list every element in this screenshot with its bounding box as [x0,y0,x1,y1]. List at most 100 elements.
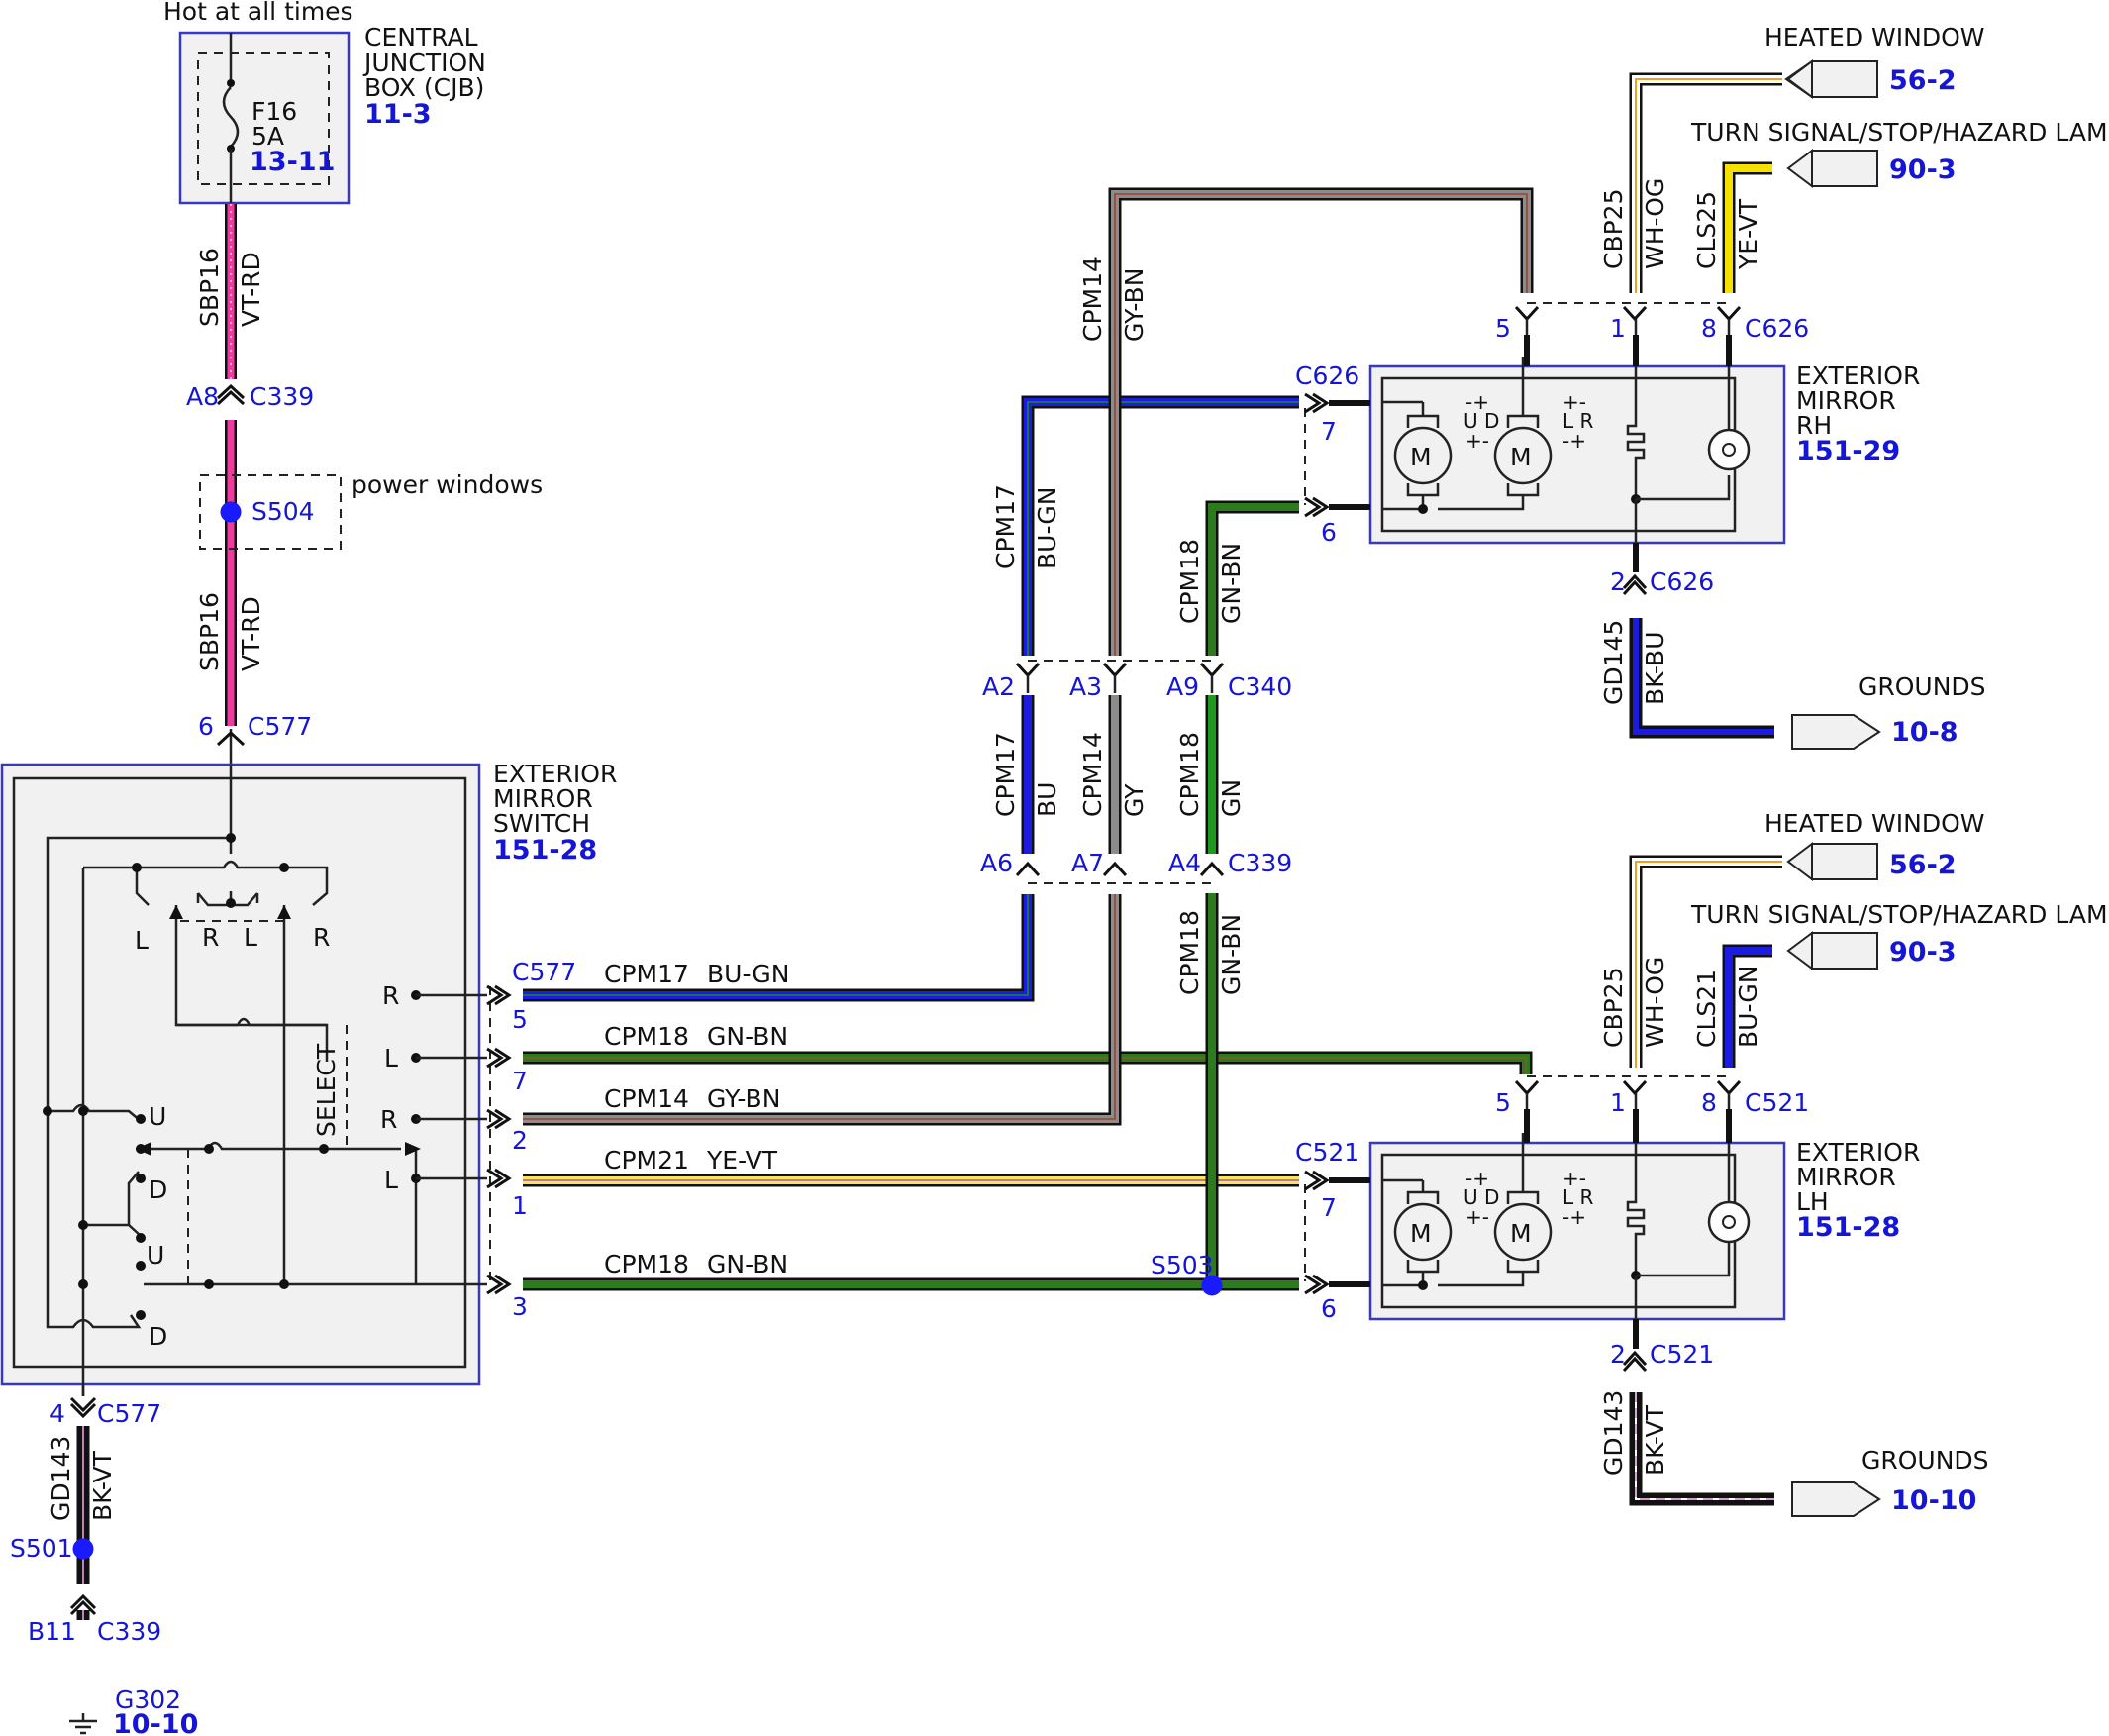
cpm18-code-v1: CPM18 [1175,539,1204,624]
wire-gd143-switch: 4 C577 GD143 BK-VT S501 B11 C339 G302 10… [10,1384,198,1736]
wire-cpm14: CPM14 GY-BN CPM14 GY-BN CPM14 GY [523,187,1534,1126]
switch-L1: L [135,926,149,955]
exterior-mirror-switch: EXTERIOR MIRROR SWITCH 151-28 [0,760,617,1396]
c521-label-left: C521 [1295,1138,1359,1167]
cpm17-color-v: BU-GN [1033,487,1061,569]
g302-label: G302 [115,1685,181,1714]
pin-4: 4 [50,1399,65,1428]
rh-pin-5: 5 [1495,314,1511,343]
lh-ref[interactable]: 151-28 [1796,1212,1900,1243]
g302-ref[interactable]: 10-10 [113,1709,198,1736]
flag-heated-window-lh[interactable]: HEATED WINDOW 56-2 [1764,809,1984,881]
wire-cls25: CLS25 YE-VT [1692,161,1772,293]
rh-motor-m1: M [1410,443,1432,471]
pin-a7: A7 [1071,849,1104,877]
c577-pin-1: 1 [512,1191,528,1220]
rh-pin-6: 6 [1321,518,1337,547]
rh-pm2: +- [1562,390,1586,414]
pin-b11: B11 [28,1617,76,1646]
wire-sbp16: SBP16 VT-RD SBP16 VT-RD [195,204,265,726]
c577-label-top: C577 [248,712,312,741]
c626-label-bottom: C626 [1650,567,1714,596]
switch-R2: R [313,923,330,952]
switch-L2: L [244,923,257,952]
c339-label-2: C339 [1228,849,1292,877]
rh-title-3: RH [1796,411,1832,440]
lh-pm2: +- [1562,1167,1586,1190]
gd143-code-lh: GD143 [1599,1390,1628,1476]
flag-heated-window-rh[interactable]: HEATED WINDOW 56-2 [1764,23,1984,99]
splice-s504: S504 power windows [199,470,543,550]
switch-ref[interactable]: 151-28 [493,835,597,866]
exterior-mirror-lh: EXTERIOR MIRROR LH 151-28 M M -+ U D +- … [1368,1133,1920,1321]
lh-pin-6: 6 [1321,1294,1337,1323]
select-label: SELECT [312,1043,341,1137]
wire-cls21: CLS21 BU-GN [1692,944,1772,1068]
cpm14-code-v: CPM14 [1078,256,1107,342]
rh-mp: -+ [1465,390,1489,414]
cjb-title-3: BOX (CJB) [364,73,484,102]
grounds-rh-ref[interactable]: 10-8 [1891,717,1958,748]
lh-pin-7: 7 [1321,1193,1337,1222]
pin-a6: A6 [980,849,1013,877]
s504-label: S504 [251,497,315,526]
sbp16-code: SBP16 [195,248,224,327]
cbp25-code-lh: CBP25 [1599,968,1628,1049]
flag-turn-signal-rh[interactable]: TURN SIGNAL/STOP/HAZARD LAMPS 90-3 [1690,118,2109,188]
c339-label-3: C339 [97,1617,161,1646]
wire-cbp25-rh: CBP25 WH-OG [1599,72,1782,293]
connector-c577-6: 6 C577 [198,712,312,765]
rh-ud: U D [1463,409,1499,433]
wire-cpm21: CPM21 YE-VT [523,1146,1299,1187]
cbp25-color-rh: WH-OG [1641,178,1669,269]
grounds-lh-ref[interactable]: 10-10 [1891,1485,1976,1516]
heated-window-rh-ref[interactable]: 56-2 [1889,65,1957,96]
pin-a8: A8 [186,382,219,411]
cpm21-color: YE-VT [706,1146,778,1174]
connector-c521-left: C521 7 6 [1295,1138,1370,1323]
flag-turn-signal-lh[interactable]: TURN SIGNAL/STOP/HAZARD LAMPS 90-3 [1690,900,2109,970]
wire-cpm18-lh5: CPM18 GN-BN [523,1022,1533,1074]
cls21-color: BU-GN [1734,966,1762,1048]
lh-mp2: -+ [1562,1205,1586,1229]
connector-c626-top: 5 1 8 C626 [1495,302,1809,366]
cpm18-code-v3: CPM18 [1175,910,1204,995]
cjb-title-2: JUNCTION [362,49,486,77]
cpm21-code: CPM21 [604,1146,689,1174]
rh-ref[interactable]: 151-29 [1796,436,1900,466]
sbp16-color: VT-RD [237,252,265,327]
switch-R4: R [380,1105,397,1134]
flag-grounds-rh[interactable]: GROUNDS 10-8 [1791,672,1986,750]
lh-motor-m1: M [1410,1219,1432,1248]
c340-label: C340 [1228,672,1292,701]
pin-a4: A4 [1168,849,1201,877]
cpm18-code-h2: CPM18 [604,1250,689,1278]
lh-pin-8: 8 [1701,1088,1717,1117]
cpm18-color-h1: GN-BN [707,1022,788,1051]
rh-title-1: EXTERIOR [1796,361,1920,390]
switch-U1: U [149,1102,166,1131]
lh-title-1: EXTERIOR [1796,1138,1920,1167]
wire-cpm17: CPM17 BU-GN CPM17 BU-GN CPM17 BU [523,395,1299,1002]
turn-signal-lh-label: TURN SIGNAL/STOP/HAZARD LAMPS [1690,900,2109,929]
turn-signal-lh-ref[interactable]: 90-3 [1889,937,1957,968]
lh-title-2: MIRROR [1796,1163,1896,1191]
c339-label-1: C339 [250,382,314,411]
c577-pin-7: 7 [512,1067,528,1095]
turn-signal-rh-ref[interactable]: 90-3 [1889,154,1957,185]
cpm18-code-h1: CPM18 [604,1022,689,1051]
gd143-color-sw: BK-VT [88,1450,117,1521]
cpm17-code-v: CPM17 [991,484,1020,569]
flag-grounds-lh[interactable]: GROUNDS 10-10 [1791,1446,1989,1517]
rh-pm: +- [1465,429,1489,453]
splice-s503-dot [1201,1275,1223,1296]
fuse-ref[interactable]: 13-11 [250,147,335,177]
rh-title-2: MIRROR [1796,386,1896,415]
heated-window-lh-ref[interactable]: 56-2 [1889,850,1957,880]
cpm18-code-v2: CPM18 [1175,732,1204,817]
rh-mp2: -+ [1562,429,1586,453]
pin-a3: A3 [1069,672,1102,701]
c577-pin-2: 2 [512,1126,528,1155]
switch-L4: L [384,1166,398,1194]
cjb-ref[interactable]: 11-3 [364,99,432,130]
